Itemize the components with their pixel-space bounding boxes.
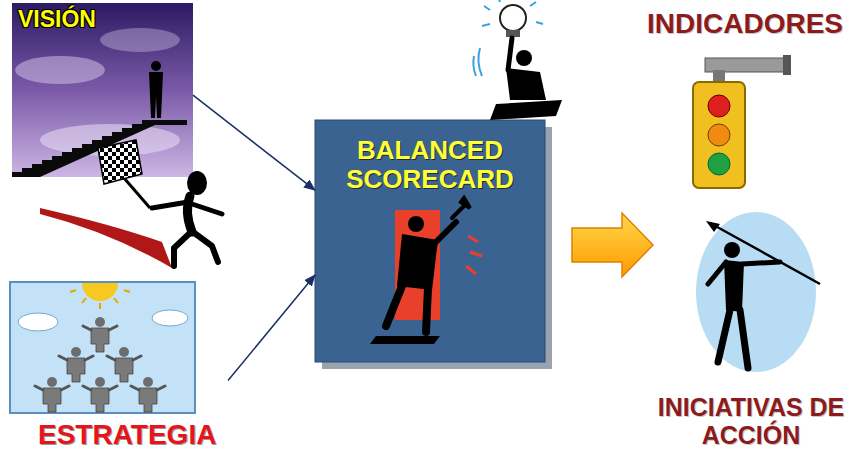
wrench (452, 198, 470, 218)
worker-head (408, 216, 424, 232)
worker-legs (386, 286, 428, 332)
cloud (15, 56, 105, 84)
scorecard-panel (315, 120, 552, 369)
runner-figure (40, 140, 222, 268)
figure-head (516, 50, 532, 66)
person (131, 377, 165, 412)
amber-lamp (708, 124, 730, 146)
person (83, 377, 117, 412)
sparks (466, 236, 482, 274)
thrower-legs (718, 310, 748, 368)
cloud (18, 313, 58, 331)
thrower-head (724, 242, 740, 258)
light-body (693, 82, 745, 188)
red-lamp (708, 95, 730, 117)
node-label: VISIÓN (18, 7, 96, 33)
swoosh (40, 208, 172, 268)
green-lamp (708, 153, 730, 175)
person (83, 317, 117, 352)
node-label: INICIATIVAS DE ACCIÓN (646, 393, 856, 449)
node-label: ESTRATEGIA (38, 419, 216, 450)
flag (98, 140, 142, 184)
sun-rays (70, 290, 130, 309)
javelin-tip (706, 221, 720, 232)
worker-base (370, 336, 440, 344)
connector-arrow (228, 275, 315, 381)
worker-arm (434, 222, 456, 244)
panel (315, 120, 545, 362)
light-arm (705, 58, 787, 72)
red-bar (395, 210, 440, 320)
scorecard-box: BALANCED SCORECARD (315, 120, 545, 362)
indicators-box: INDICADORES (636, 4, 854, 189)
initiatives-box: INICIATIVAS DE ACCIÓN (640, 205, 862, 451)
runner-head (187, 171, 207, 195)
person (35, 377, 69, 412)
figure-body (506, 68, 546, 100)
node-label: BALANCED SCORECARD (335, 136, 525, 194)
person (59, 347, 93, 382)
man-head (151, 61, 161, 71)
traffic-light (693, 55, 791, 188)
blue-oval (696, 212, 816, 372)
runner-arms (152, 202, 222, 214)
person (107, 347, 141, 382)
javelin-figure (696, 212, 820, 372)
thrower-body (724, 260, 744, 312)
node-label: INDICADORES (647, 8, 843, 39)
runner-legs (174, 232, 218, 266)
cloud (100, 28, 180, 52)
bulb (500, 5, 526, 31)
figure-arm (508, 38, 512, 70)
lightbulb-figure (473, 0, 562, 120)
arm-end (783, 55, 791, 75)
motion-lines (473, 48, 482, 76)
thrower-arms (708, 262, 780, 284)
cloud (152, 310, 188, 326)
man-body (149, 72, 163, 118)
sky (10, 282, 195, 413)
flow-arrow (572, 213, 653, 277)
sun (82, 283, 118, 301)
strategy-box: ESTRATEGIA (10, 282, 228, 452)
figure-base (490, 100, 562, 120)
strategy-picture (10, 282, 195, 413)
connector-arrow (193, 95, 315, 190)
vision-box: VISIÓN (12, 3, 193, 177)
